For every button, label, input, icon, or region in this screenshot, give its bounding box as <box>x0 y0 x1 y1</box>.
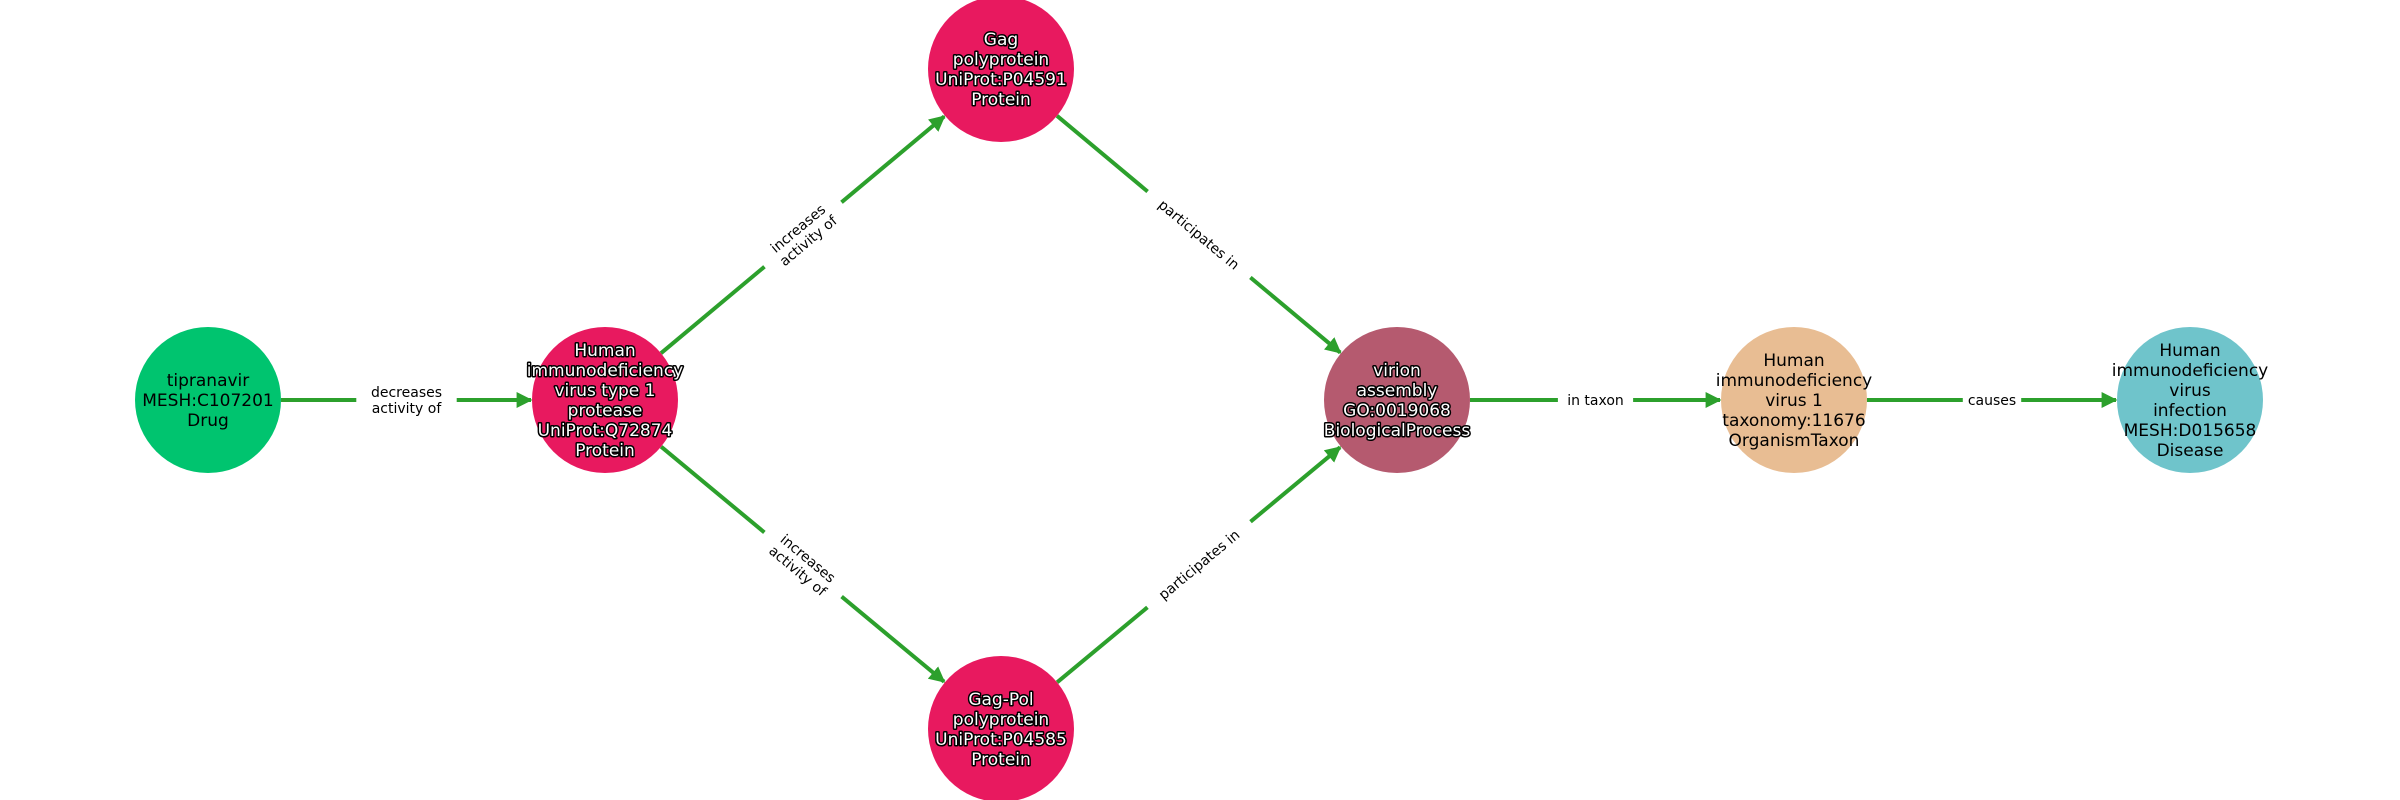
node-virion[interactable]: virionassemblyGO:0019068BiologicalProces… <box>1322 327 1472 473</box>
node-label-line: virion <box>1373 361 1421 381</box>
node-label-line: GO:0019068 <box>1343 401 1451 421</box>
node-label-line: assembly <box>1357 381 1438 401</box>
node-circle[interactable] <box>2117 327 2263 473</box>
node-label-line: Protein <box>971 750 1031 770</box>
edge-label: participates in <box>1141 183 1257 286</box>
node-hivinfection[interactable]: HumanimmunodeficiencyvirusinfectionMESH:… <box>2112 327 2268 473</box>
edge-label-bg <box>1557 390 1634 410</box>
node-label-line: immunodeficiency <box>2112 361 2268 381</box>
node-label-line: UniProt:Q72874 <box>538 421 673 441</box>
node-label-line: Human <box>2159 341 2220 361</box>
edge-label-bg <box>1141 183 1257 286</box>
edge-label: in taxon <box>1557 390 1634 410</box>
node-label-line: tipranavir <box>167 371 250 391</box>
node-label-line: OrganismTaxon <box>1729 431 1860 451</box>
node-circle[interactable] <box>135 327 281 473</box>
edge-label-line: activity of <box>372 401 443 417</box>
nodes-layer: tipranavirMESH:C107201DrugHumanimmunodef… <box>135 0 2268 800</box>
edge-virion-hiv1: in taxon <box>1470 390 1722 410</box>
node-label-line: virus <box>2169 381 2211 401</box>
node-label-line: MESH:C107201 <box>142 391 273 411</box>
edge-label-line: in taxon <box>1567 393 1624 409</box>
node-circle[interactable] <box>1324 327 1470 473</box>
node-label-line: protease <box>568 401 643 421</box>
edge-hiv1-hivinfection: causes <box>1867 390 2118 410</box>
node-label-line: taxonomy:11676 <box>1722 411 1865 431</box>
node-label-line: immunodeficiency <box>1716 371 1872 391</box>
node-label-line: Human <box>574 341 635 361</box>
node-label-line: Disease <box>2157 441 2224 461</box>
node-circle[interactable] <box>928 0 1074 142</box>
node-label-line: polyprotein <box>953 710 1049 730</box>
edge-label: participates in <box>1141 513 1257 616</box>
node-label-line: Human <box>1763 351 1824 371</box>
node-label-line: infection <box>2153 401 2227 421</box>
edge-label-line: participates in <box>1155 197 1242 274</box>
node-circle[interactable] <box>928 656 1074 800</box>
edge-label-line: participates in <box>1156 527 1243 603</box>
edge-label-line: decreases <box>371 385 442 401</box>
node-label-line: virus 1 <box>1765 391 1823 411</box>
node-label-line: Drug <box>187 411 229 431</box>
node-circle[interactable] <box>532 327 678 473</box>
node-label-line: UniProt:P04585 <box>935 730 1067 750</box>
edge-label-line: causes <box>1968 393 2016 409</box>
edge-label: causes <box>1962 390 2022 410</box>
edge-label-bg <box>1962 390 2022 410</box>
node-label-line: virus type 1 <box>554 381 655 401</box>
node-label-line: Protein <box>575 441 635 461</box>
node-label-line: Gag-Pol <box>968 690 1033 710</box>
edge-label-bg <box>356 382 457 418</box>
node-label-line: immunodeficiency <box>527 361 683 381</box>
node-label-line: MESH:D015658 <box>2124 421 2257 441</box>
edge-label-bg <box>752 518 854 611</box>
edge-gagpol-virion: participates in <box>1055 445 1342 684</box>
node-label-line: Gag <box>984 30 1018 50</box>
edge-label-bg <box>1141 513 1257 616</box>
node-label-line: BiologicalProcess <box>1324 421 1471 441</box>
node-circle[interactable] <box>1721 327 1867 473</box>
node-label-line: Protein <box>971 90 1031 110</box>
node-label-line: UniProt:P04591 <box>935 70 1067 90</box>
node-label-line: polyprotein <box>953 50 1049 70</box>
edge-gag-virion: participates in <box>1055 114 1342 355</box>
edge-label-bg <box>752 188 854 281</box>
